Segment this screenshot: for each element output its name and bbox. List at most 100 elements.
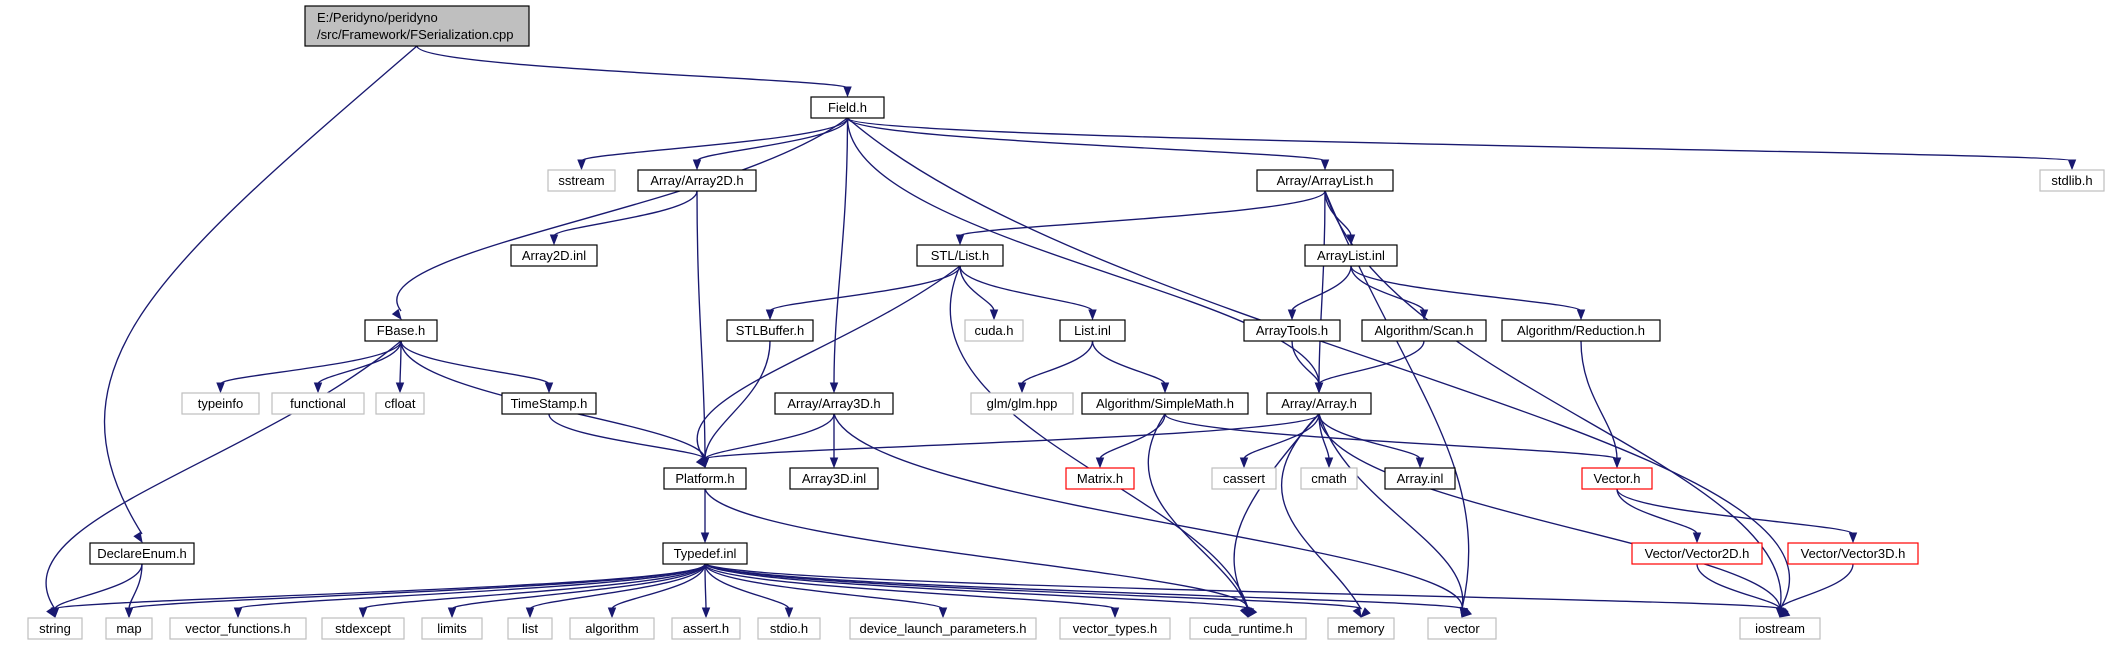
node-arraytools[interactable]: ArrayTools.h — [1243, 319, 1341, 342]
edge-typedef-to-vector — [704, 563, 1463, 610]
edge-listinl-to-simplemath — [1091, 340, 1166, 385]
edge-stllist-to-cudaruntime — [949, 265, 1249, 610]
edge-arraylist-to-stllist — [959, 190, 1326, 237]
edge-typedef-to-vectypes — [704, 563, 1116, 610]
node-box — [662, 542, 748, 565]
edge-arrowhead-typedef-to-memory — [1360, 607, 1371, 618]
node-box — [663, 467, 747, 490]
node-box — [810, 96, 885, 119]
node-box — [510, 244, 598, 267]
edge-arrowhead-fbase-to-functional — [313, 382, 323, 394]
node-root-fserialization-cpp[interactable]: E:/Peridyno/peridyno/src/Framework/FSeri… — [304, 5, 530, 47]
node-label: cfloat — [384, 396, 415, 411]
node-vector2d[interactable]: Vector/Vector2D.h — [1631, 542, 1763, 565]
node-array3dinl[interactable]: Array3D.inl — [789, 467, 879, 490]
edge-arrowhead-typedef-to-iostream — [1778, 608, 1791, 618]
node-box — [637, 169, 757, 192]
node-box — [375, 392, 425, 415]
edge-typedef-to-devlaunch — [704, 563, 944, 610]
node-listinl[interactable]: List.inl — [1059, 319, 1126, 342]
edge-typedef-to-cudaruntime — [704, 563, 1249, 610]
node-box — [569, 617, 655, 640]
edge-listinl-to-glm — [1021, 340, 1094, 385]
edge-declareenum-to-map — [128, 563, 143, 610]
edge-array-to-platform — [704, 413, 1320, 460]
node-box — [1327, 617, 1395, 640]
node-array3d[interactable]: Array/Array3D.h — [774, 392, 894, 415]
node-vectorh[interactable]: Vector.h — [1581, 467, 1653, 490]
node-label: Array/Array2D.h — [650, 173, 743, 188]
node-functional: functional — [271, 392, 365, 415]
edge-arrowhead-field-to-sstream — [577, 159, 586, 171]
edge-arrowhead-root-to-field — [843, 86, 852, 98]
edge-array2d-to-array2dinl — [553, 190, 698, 237]
node-box — [1081, 392, 1249, 415]
edge-scan-to-array — [1318, 340, 1425, 385]
edge-typedef-to-algorithm — [611, 563, 706, 610]
node-stllist[interactable]: STL/List.h — [916, 244, 1004, 267]
edge-arrowhead-fbase-to-timestamp — [544, 382, 554, 394]
node-cudaruntime: cuda_runtime.h — [1189, 617, 1307, 640]
node-string: string — [27, 617, 83, 640]
edge-arrowhead-array2d-to-array2dinl — [549, 234, 559, 246]
node-vector3d[interactable]: Vector/Vector3D.h — [1787, 542, 1919, 565]
node-box — [89, 542, 195, 565]
node-arraylist[interactable]: Array/ArrayList.h — [1256, 169, 1394, 192]
edge-field-to-iostream — [847, 117, 1791, 610]
node-simplemath[interactable]: Algorithm/SimpleMath.h — [1081, 392, 1249, 415]
edge-arraylist-to-array — [1318, 190, 1326, 385]
edge-arrowhead-arraylistinl-to-scan — [1419, 309, 1429, 321]
node-box — [1059, 617, 1171, 640]
edge-arrowhead-typedef-to-vectypes — [1110, 607, 1120, 619]
edge-arrowhead-typedef-to-asserth — [701, 607, 711, 619]
node-label: typeinfo — [198, 396, 244, 411]
node-array[interactable]: Array/Array.h — [1266, 392, 1372, 415]
edge-typedef-to-vecfunc — [237, 563, 706, 610]
node-reduction[interactable]: Algorithm/Reduction.h — [1501, 319, 1661, 342]
node-declareenum[interactable]: DeclareEnum.h — [89, 542, 195, 565]
edge-vectorh-to-vector3d — [1616, 488, 1854, 535]
node-label: Field.h — [828, 100, 867, 115]
node-label: limits — [437, 621, 467, 636]
node-arrayinl[interactable]: Array.inl — [1384, 467, 1456, 490]
node-label: DeclareEnum.h — [97, 546, 187, 561]
edge-arrowhead-array-to-platform — [700, 457, 710, 469]
node-platform[interactable]: Platform.h — [663, 467, 747, 490]
node-arraylistinl[interactable]: ArrayList.inl — [1304, 244, 1398, 267]
node-box — [2039, 169, 2105, 192]
node-box — [671, 617, 741, 640]
node-timestamp[interactable]: TimeStamp.h — [501, 392, 597, 415]
node-matrix[interactable]: Matrix.h — [1065, 467, 1135, 490]
node-box — [27, 617, 83, 640]
edge-typedef-to-stdio — [704, 563, 790, 610]
edge-arraylist-to-arraylistinl — [1324, 190, 1352, 237]
node-scan[interactable]: Algorithm/Scan.h — [1361, 319, 1487, 342]
node-label: Array/Array.h — [1281, 396, 1357, 411]
edge-field-to-array3d — [833, 117, 849, 385]
edge-arrowhead-array-to-arrayinl — [1415, 457, 1425, 469]
node-label: Array/ArrayList.h — [1277, 173, 1374, 188]
edge-field-to-array2d — [696, 117, 849, 162]
edge-typedef-to-asserth — [704, 563, 707, 610]
node-label: Array.inl — [1397, 471, 1444, 486]
node-typeinfo: typeinfo — [181, 392, 260, 415]
node-stlbuffer[interactable]: STLBuffer.h — [726, 319, 814, 342]
edge-arrowhead-arraylist-to-stllist — [955, 234, 965, 246]
edge-arraytools-to-array — [1291, 340, 1320, 385]
node-label: FBase.h — [377, 323, 425, 338]
node-fbase[interactable]: FBase.h — [364, 319, 438, 342]
edge-vector3d-to-iostream — [1779, 563, 1854, 610]
node-typedef[interactable]: Typedef.inl — [662, 542, 748, 565]
node-label: List.inl — [1074, 323, 1111, 338]
edge-arraylistinl-to-arraytools — [1291, 265, 1352, 312]
node-array2dinl[interactable]: Array2D.inl — [510, 244, 598, 267]
edge-typedef-to-memory — [704, 563, 1362, 610]
node-map: map — [105, 617, 153, 640]
edge-array-to-arrayinl — [1318, 413, 1421, 460]
node-array2d[interactable]: Array/Array2D.h — [637, 169, 757, 192]
edge-arraylist-to-iostream — [1324, 190, 1782, 610]
node-field[interactable]: Field.h — [810, 96, 885, 119]
node-label: Vector/Vector2D.h — [1645, 546, 1750, 561]
edge-fbase-to-string — [45, 340, 402, 610]
node-algorithm: algorithm — [569, 617, 655, 640]
